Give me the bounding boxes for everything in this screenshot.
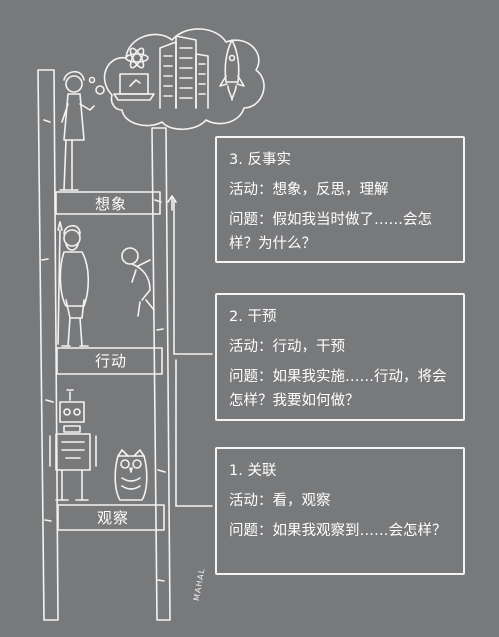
level-2-title: 2. 干预 xyxy=(229,309,277,325)
level-3-counterfactual-box: 3. 反事实 活动：想象，反思，理解 问题：假如我当时做了……会怎样？为什么？ xyxy=(215,136,465,263)
connector-arrow-bottom xyxy=(175,359,213,507)
level-1-question: 问题：如果我观察到……会怎样？ xyxy=(229,523,447,539)
connector-arrow-middle xyxy=(173,199,213,355)
thought-bubble xyxy=(88,28,265,131)
laptop-icon xyxy=(113,73,155,101)
climbing-figure xyxy=(121,247,155,317)
rocket-icon xyxy=(219,39,245,101)
caveman-figure xyxy=(57,221,90,347)
rung-top xyxy=(55,191,161,215)
level-3-title: 3. 反事实 xyxy=(229,152,291,168)
ladder-right-rail xyxy=(151,127,171,621)
level-2-intervention-box: 2. 干预 活动：行动，干预 问题：如果我实施……行动，将会怎样？我要如何做？ xyxy=(215,293,465,421)
thinking-person-figure xyxy=(59,70,95,191)
rung-label-imagine: 想象 xyxy=(94,195,127,213)
level-2-activity: 活动：行动，干预 xyxy=(229,339,345,355)
atom-icon xyxy=(125,47,149,69)
robot-figure xyxy=(49,389,97,501)
buildings-icon xyxy=(159,35,209,109)
ladder-left-rail xyxy=(37,69,59,621)
level-3-question: 问题：假如我当时做了……会怎样？为什么？ xyxy=(229,212,432,252)
level-1-activity: 活动：看，观察 xyxy=(229,493,331,509)
level-1-association-box: 1. 关联 活动：看，观察 问题：如果我观察到……会怎样？ xyxy=(215,447,465,575)
rung-middle xyxy=(56,347,163,375)
level-1-title: 1. 关联 xyxy=(229,463,277,479)
level-3-activity: 活动：想象，反思，理解 xyxy=(229,182,389,198)
rung-bottom xyxy=(57,504,165,531)
rung-label-observe: 观察 xyxy=(96,509,129,527)
level-2-question: 问题：如果我实施……行动，将会怎样？我要如何做？ xyxy=(229,369,447,409)
rung-label-act: 行动 xyxy=(94,352,127,370)
owl-figure xyxy=(114,449,148,501)
